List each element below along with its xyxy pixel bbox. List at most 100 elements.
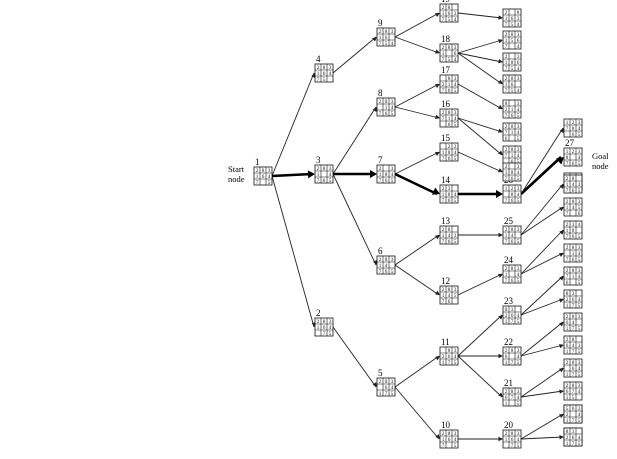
tile: 1 <box>379 263 382 269</box>
edge-22-R10 <box>520 344 564 357</box>
tile: 2 <box>572 120 575 126</box>
tile: 3 <box>578 120 581 126</box>
tile: 2 <box>505 431 508 437</box>
arrowhead-15-L15 <box>497 168 503 173</box>
tile: 2 <box>566 297 569 303</box>
arrowhead-14-26 <box>496 190 503 198</box>
tile: 7 <box>442 156 445 162</box>
tile: 1 <box>317 325 320 331</box>
tile: 4 <box>517 88 520 94</box>
tile: 2 <box>511 186 514 192</box>
edge-6-13 <box>394 234 440 266</box>
arrowhead-7-14 <box>431 187 440 195</box>
tile: 5 <box>517 136 520 142</box>
state-grid <box>439 346 459 366</box>
tile: 4 <box>454 150 457 156</box>
arrowhead-1-3 <box>307 170 315 179</box>
goal-label-line2: node <box>592 161 609 171</box>
tile: 7 <box>505 44 508 50</box>
arrowhead-25-R4 <box>559 207 564 212</box>
tile: 8 <box>572 176 575 182</box>
tile: 8 <box>566 429 569 435</box>
tile: 6 <box>323 71 326 77</box>
tile: 8 <box>572 126 575 132</box>
tile: 2 <box>442 287 445 293</box>
tile: 5 <box>454 293 457 299</box>
tile: 6 <box>385 178 388 184</box>
edge-26-R1 <box>520 127 564 195</box>
tile: 1 <box>511 130 514 136</box>
arrowhead-4-9 <box>372 37 377 42</box>
node-number-label: 7 <box>378 155 383 165</box>
tile: 5 <box>511 88 514 94</box>
tile: 6 <box>454 51 457 57</box>
tile: 1 <box>505 272 508 278</box>
tile: 7 <box>505 198 508 204</box>
tile: 1 <box>505 82 508 88</box>
state-grid <box>502 184 522 204</box>
state-grid <box>563 312 583 332</box>
arrowhead-3-6 <box>373 259 378 265</box>
tile: 7 <box>511 395 514 401</box>
tile: 5 <box>268 180 271 186</box>
edge-1-2 <box>271 175 315 328</box>
tile: 1 <box>511 153 514 159</box>
edge-16-L16a <box>457 117 503 133</box>
tile: 3 <box>329 319 332 325</box>
tile: 4 <box>454 116 457 122</box>
tile: 8 <box>448 431 451 437</box>
tile: 2 <box>442 354 445 360</box>
tile: 3 <box>268 168 271 174</box>
state-grid <box>502 99 522 119</box>
tile: 6 <box>511 198 514 204</box>
tile: 2 <box>379 99 382 105</box>
tile: 5 <box>391 178 394 184</box>
tile: 8 <box>448 192 451 198</box>
edge-20-R15 <box>520 413 564 440</box>
tile: 5 <box>454 443 457 449</box>
tile: 6 <box>448 122 451 128</box>
arrowhead-20-R16 <box>559 435 564 440</box>
tile: 5 <box>517 176 520 182</box>
tile: 3 <box>517 147 520 153</box>
edge-19-L19 <box>457 12 503 19</box>
tile: 3 <box>454 76 457 82</box>
arrowhead-11-21 <box>498 392 503 397</box>
state-grid <box>439 74 459 94</box>
tile: 2 <box>442 82 445 88</box>
tile: 5 <box>517 239 520 245</box>
tile: 3 <box>454 11 457 17</box>
tile: 8 <box>511 227 514 233</box>
tile: 3 <box>454 110 457 116</box>
tile: 7 <box>317 178 320 184</box>
tile: 1 <box>379 172 382 178</box>
tile: 2 <box>442 45 445 51</box>
edge-5-10 <box>394 386 440 440</box>
node-number-label: 27 <box>565 138 575 148</box>
tile: 1 <box>566 372 569 378</box>
tile: 7 <box>505 22 508 28</box>
tile: 7 <box>442 239 445 245</box>
edge-21-R11 <box>520 367 564 398</box>
arrowhead-22-R9 <box>559 322 564 327</box>
tile: 2 <box>566 245 569 251</box>
state-grid <box>502 8 522 28</box>
tile: 8 <box>511 76 514 82</box>
tile: 4 <box>511 233 514 239</box>
tile: 4 <box>454 437 457 443</box>
tile: 4 <box>578 366 581 372</box>
tile: 6 <box>448 239 451 245</box>
edge-11-23 <box>457 314 503 357</box>
edge-11-21 <box>457 355 503 398</box>
tile: 7 <box>317 77 320 83</box>
edge-4-9 <box>332 36 377 74</box>
tile: 8 <box>511 32 514 38</box>
tile: 7 <box>572 372 575 378</box>
state-grid <box>502 225 522 245</box>
